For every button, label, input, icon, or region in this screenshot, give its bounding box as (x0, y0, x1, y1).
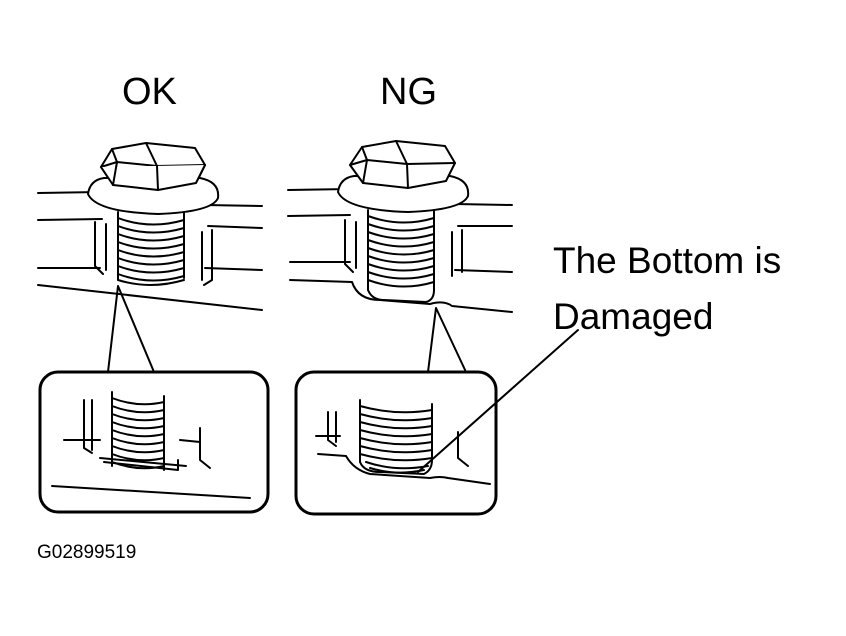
ok-bolt-threads (117, 211, 185, 286)
ok-bolt-assembly (37, 142, 270, 514)
ng-detail-box (294, 370, 498, 516)
ng-bolt-head (337, 140, 470, 213)
note-leader-line (417, 329, 579, 473)
ok-detail-box (38, 370, 270, 514)
ng-label: NG (380, 71, 437, 113)
ok-label: OK (122, 71, 177, 113)
ok-bolt-head (87, 142, 220, 215)
ng-bolt-assembly (287, 140, 513, 516)
ng-bolt-threads (367, 209, 435, 303)
figure-id: G02899519 (37, 542, 137, 563)
note-line-1: The Bottom is (553, 240, 782, 281)
note-line-2: Damaged (553, 296, 714, 337)
